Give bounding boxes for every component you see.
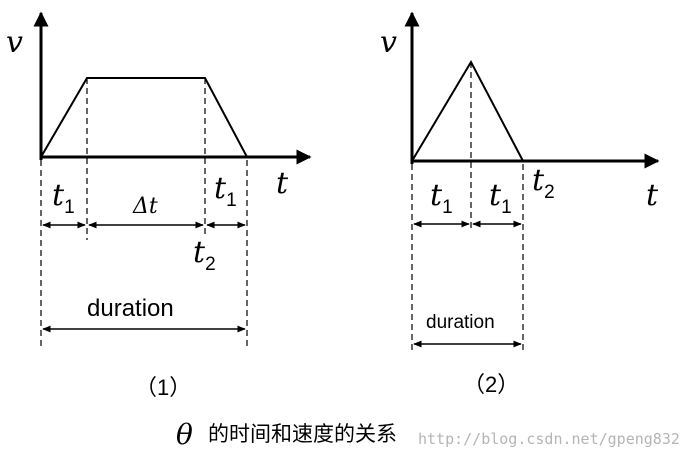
trapezoid-profile [40,77,248,158]
t1-left-label-2: t1 [430,178,453,218]
v-axis-label-2: v [380,25,397,60]
triangle-profile [411,59,524,162]
caption-1: （1） [135,375,191,400]
t2-label-2: t2 [532,163,555,203]
t1-right-label-2: t1 [489,178,512,218]
caption-2: （2） [463,372,519,397]
diagram-1: v t t1 Δt t1 t2 duration （1） [6,11,312,400]
watermark: http://blog.csdn.net/gpeng832 [418,430,680,448]
duration-label-1: duration [87,295,174,322]
t1-left-label: t1 [52,178,75,218]
figure-caption: 的时间和速度的关系 [208,423,397,446]
theta-symbol: θ [176,418,193,451]
diagram-2: v t t1 t1 t2 duration （2） [380,11,660,397]
t-axis-label-1: t [276,166,289,201]
dt-label: Δt [132,194,158,219]
t1-right-label: t1 [214,171,237,211]
t2-label: t2 [193,235,216,275]
duration-label-2: duration [426,312,495,333]
footer: http://blog.csdn.net/gpeng832 θ 的时间和速度的关… [176,418,680,451]
v-axis-label-1: v [6,25,23,60]
t-axis-label-2: t [646,178,659,213]
